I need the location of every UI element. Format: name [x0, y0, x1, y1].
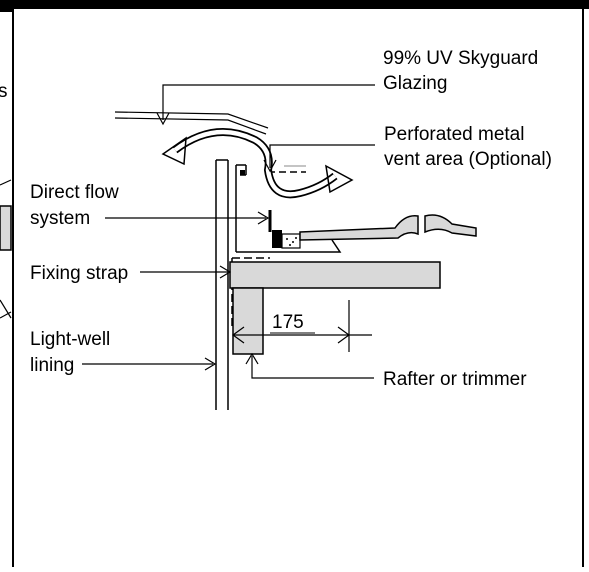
adjacent-drawing-fragment: s: [0, 81, 12, 319]
light-well-label-line1: Light-well: [30, 329, 110, 350]
roof-deck: [229, 261, 441, 289]
rafter-label: Rafter or trimmer: [383, 369, 527, 390]
vent-label-line1: Perforated metal: [384, 124, 524, 145]
glazing-label-line2: Glazing: [383, 73, 447, 94]
dimension-175: 175: [231, 300, 372, 352]
glazing-label-line1: 99% UV Skyguard: [383, 48, 538, 69]
airflow-arrow: [161, 128, 354, 199]
light-well-lining: [215, 159, 229, 410]
direct-flow-system: [236, 210, 342, 253]
roof-sheet: [299, 214, 477, 241]
light-well-label-line2: lining: [30, 355, 74, 376]
fixing-strap-label: Fixing strap: [30, 263, 128, 284]
perforated-vent: [268, 165, 306, 173]
leaders: [82, 84, 375, 379]
direct-flow-label-line2: system: [30, 208, 90, 229]
top-frame-bar: [0, 0, 589, 9]
frame-corner: [0, 0, 13, 12]
vent-label-line2: vent area (Optional): [384, 149, 552, 170]
dimension-label: 175: [272, 312, 304, 333]
glazing-sheet: [114, 111, 269, 135]
left-edge-text-fragment: s: [0, 81, 8, 102]
upstand-cap: [235, 164, 247, 252]
labels: 99% UV Skyguard Glazing Perforated metal…: [30, 48, 552, 390]
rafter-member: [232, 287, 264, 355]
direct-flow-label-line1: Direct flow: [30, 182, 119, 203]
